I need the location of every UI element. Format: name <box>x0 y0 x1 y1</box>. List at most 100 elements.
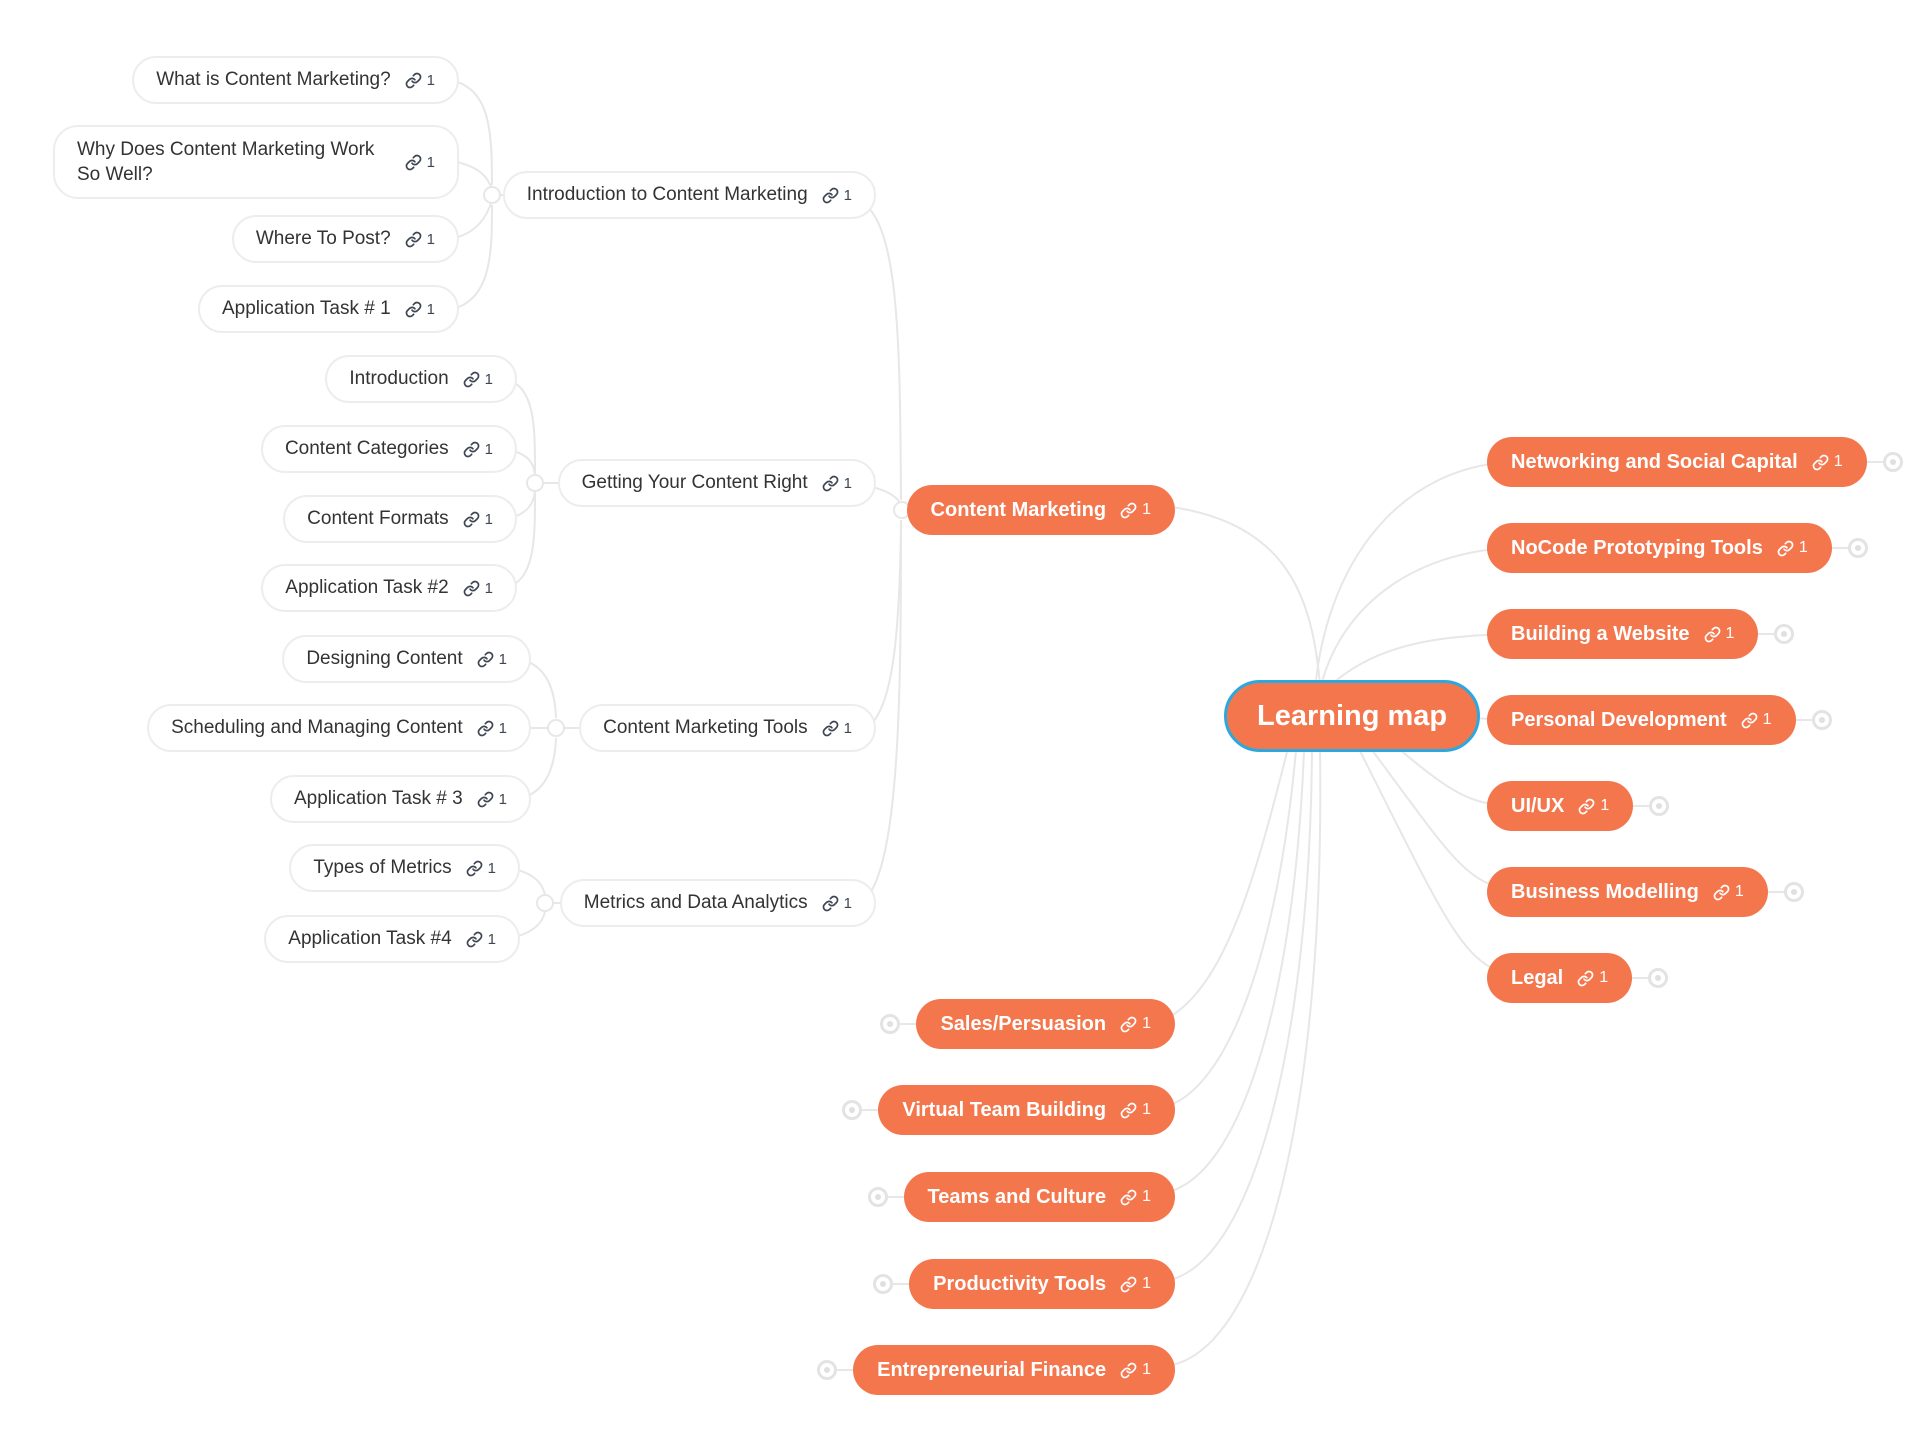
node-types-of-metrics[interactable]: Types of Metrics 1 <box>289 844 520 892</box>
link-badge[interactable]: 1 <box>1713 883 1744 901</box>
node-getting-your-content-right[interactable]: Getting Your Content Right 1 <box>557 459 876 507</box>
link-badge[interactable]: 1 <box>1120 1361 1151 1379</box>
expand-handle[interactable] <box>1649 796 1670 816</box>
node-teams-and-culture[interactable]: Teams and Culture 1 <box>903 1172 1175 1222</box>
node-entrepreneurial-finance[interactable]: Entrepreneurial Finance 1 <box>853 1345 1175 1395</box>
node-metrics-and-data-analytics[interactable]: Metrics and Data Analytics 1 <box>559 879 876 927</box>
node-scheduling-managing-content[interactable]: Scheduling and Managing Content 1 <box>147 704 531 752</box>
node-business-modelling[interactable]: Business Modelling 1 <box>1487 867 1768 917</box>
node-productivity-tools[interactable]: Productivity Tools 1 <box>909 1259 1175 1309</box>
node-networking-and-social-capital[interactable]: Networking and Social Capital 1 <box>1487 437 1867 487</box>
node-application-task-3[interactable]: Application Task # 3 1 <box>270 775 531 823</box>
link-badge[interactable]: 1 <box>1120 1101 1151 1119</box>
link-badge[interactable]: 1 <box>1578 797 1609 815</box>
node-designing-content[interactable]: Designing Content 1 <box>282 635 531 683</box>
node-content-marketing-tools[interactable]: Content Marketing Tools 1 <box>579 704 876 752</box>
node-virtual-team-building[interactable]: Virtual Team Building 1 <box>878 1085 1175 1135</box>
link-badge[interactable]: 1 <box>1120 1015 1151 1033</box>
expand-handle[interactable] <box>1847 538 1868 558</box>
node-what-is-content-marketing[interactable]: What is Content Marketing? 1 <box>132 56 459 104</box>
node-sales-persuasion[interactable]: Sales/Persuasion 1 <box>916 999 1175 1049</box>
expand-handle[interactable] <box>867 1187 888 1207</box>
link-badge[interactable]: 1 <box>1120 1275 1151 1293</box>
node-uiux[interactable]: UI/UX 1 <box>1487 781 1634 831</box>
link-badge[interactable]: 1 <box>1577 969 1608 987</box>
node-content-categories[interactable]: Content Categories 1 <box>260 425 517 473</box>
node-content-formats[interactable]: Content Formats 1 <box>283 495 517 543</box>
expand-handle[interactable] <box>1811 710 1832 730</box>
link-badge[interactable]: 1 <box>463 580 493 597</box>
node-label: Designing Content <box>306 648 463 669</box>
expand-handle[interactable] <box>880 1014 901 1034</box>
node-why-does-content-marketing-work[interactable]: Why Does Content Marketing Work So Well?… <box>53 125 459 199</box>
link-badge[interactable]: 1 <box>822 187 852 204</box>
link-badge[interactable]: 1 <box>463 441 493 458</box>
link-badge[interactable]: 1 <box>405 72 435 89</box>
branch-uiux: UI/UX 1 <box>1487 781 1670 831</box>
link-badge[interactable]: 1 <box>822 475 852 492</box>
link-badge[interactable]: 1 <box>463 371 493 388</box>
link-badge[interactable]: 1 <box>1704 625 1734 643</box>
link-icon <box>477 791 494 807</box>
link-badge[interactable]: 1 <box>405 231 435 248</box>
root-node-learning-map[interactable]: Learning map <box>1224 680 1481 752</box>
node-label: Application Task #4 <box>288 928 452 949</box>
expand-handle[interactable] <box>1774 624 1795 644</box>
link-badge[interactable]: 1 <box>1741 711 1772 729</box>
link-icon <box>822 187 839 203</box>
link-count: 1 <box>843 186 852 204</box>
node-label: Sales/Persuasion <box>940 1012 1107 1035</box>
tail-connector <box>862 1109 879 1111</box>
link-badge[interactable]: 1 <box>405 154 435 171</box>
branch-virtual-team-building: Virtual Team Building 1 <box>842 1085 1175 1135</box>
link-badge[interactable]: 1 <box>477 791 507 808</box>
branch-networking: Networking and Social Capital 1 <box>1487 437 1903 487</box>
link-icon <box>1120 1102 1137 1118</box>
link-count: 1 <box>498 719 507 737</box>
tail-connector <box>887 1196 904 1198</box>
link-badge[interactable]: 1 <box>477 720 507 737</box>
link-badge[interactable]: 1 <box>1812 453 1843 471</box>
expand-handle[interactable] <box>842 1100 863 1120</box>
link-badge[interactable]: 1 <box>463 511 493 528</box>
handle-dot-icon <box>1854 545 1861 551</box>
node-building-a-website[interactable]: Building a Website 1 <box>1487 609 1759 659</box>
link-badge[interactable]: 1 <box>477 651 507 668</box>
node-personal-development[interactable]: Personal Development 1 <box>1487 695 1796 745</box>
expand-handle[interactable] <box>817 1360 838 1380</box>
node-content-marketing[interactable]: Content Marketing 1 <box>906 485 1175 535</box>
handle-dot-icon <box>849 1107 856 1113</box>
node-introduction-to-content-marketing[interactable]: Introduction to Content Marketing 1 <box>502 171 876 219</box>
node-label: Getting Your Content Right <box>581 472 808 493</box>
link-badge[interactable]: 1 <box>1777 539 1808 557</box>
node-application-task-1[interactable]: Application Task # 1 1 <box>198 285 459 333</box>
node-introduction[interactable]: Introduction 1 <box>325 355 517 403</box>
branch-productivity-tools: Productivity Tools 1 <box>873 1259 1175 1309</box>
expand-handle[interactable] <box>873 1274 894 1294</box>
link-count: 1 <box>1762 711 1772 728</box>
node-application-task-2[interactable]: Application Task #2 1 <box>261 564 517 612</box>
link-count: 1 <box>1600 797 1610 814</box>
link-badge[interactable]: 1 <box>1120 501 1151 519</box>
handle-dot-icon <box>1781 631 1788 637</box>
link-badge[interactable]: 1 <box>822 895 852 912</box>
node-label: Content Categories <box>284 438 449 459</box>
node-where-to-post[interactable]: Where To Post? 1 <box>231 215 459 263</box>
node-legal[interactable]: Legal 1 <box>1487 953 1633 1003</box>
expand-handle[interactable] <box>1882 452 1903 472</box>
link-icon <box>1120 1362 1137 1378</box>
link-badge[interactable]: 1 <box>466 931 496 948</box>
expand-handle[interactable] <box>1783 882 1804 902</box>
link-badge[interactable]: 1 <box>405 301 435 318</box>
link-icon <box>1120 1189 1137 1205</box>
node-application-task-4[interactable]: Application Task #4 1 <box>264 915 520 963</box>
expand-handle[interactable] <box>1648 968 1669 988</box>
link-badge[interactable]: 1 <box>1120 1188 1151 1206</box>
link-count: 1 <box>498 650 507 668</box>
link-badge[interactable]: 1 <box>466 860 496 877</box>
link-badge[interactable]: 1 <box>822 720 852 737</box>
link-count: 1 <box>843 894 852 912</box>
node-nocode-prototyping-tools[interactable]: NoCode Prototyping Tools 1 <box>1487 523 1832 573</box>
link-count: 1 <box>484 579 493 597</box>
